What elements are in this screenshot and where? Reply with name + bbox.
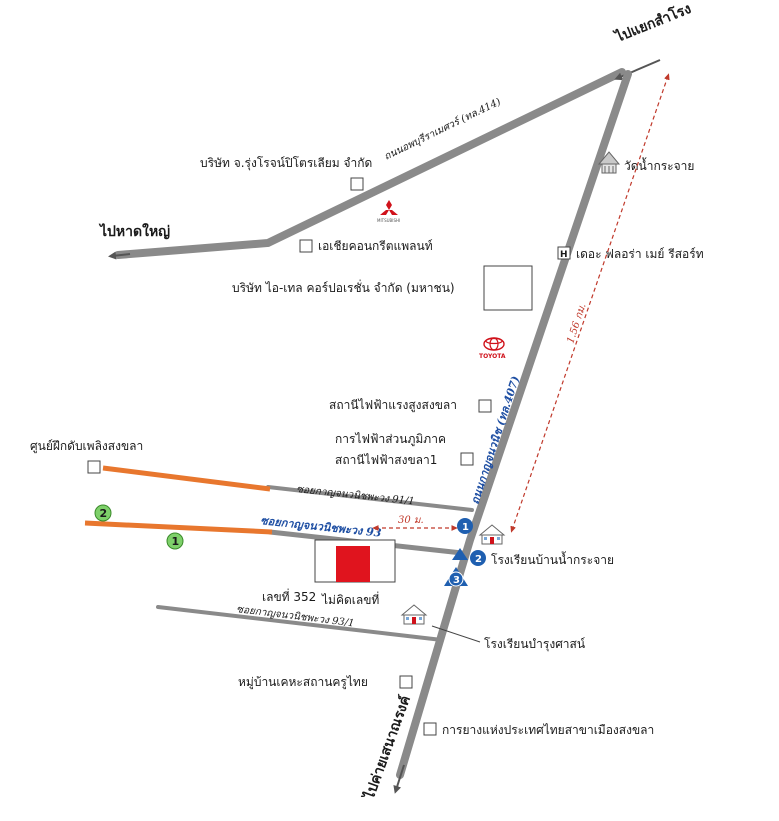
no-number-label: ไม่คิดเลขที่ — [321, 591, 379, 607]
places: บริษัท จ.รุ่งโรจน์ปิโตรเลียม จำกัด เอเชี… — [30, 156, 704, 737]
junction-arrow-icon — [452, 548, 468, 560]
place-pea-line1: การไฟฟ้าส่วนภูมิภาค — [335, 432, 446, 447]
svg-text:MITSUBISHI: MITSUBISHI — [377, 218, 400, 223]
road-414 — [114, 68, 626, 259]
school-icon — [478, 524, 506, 545]
road-407-label: ถนนกาญจนวนิช (ทล.407) — [468, 374, 522, 506]
green-marker-1: 1 — [166, 532, 184, 550]
place-teachervillage: หมู่บ้านเคหะสถานครูไทย — [238, 675, 368, 690]
place-pea-box — [460, 452, 474, 466]
marker-3: 3 — [444, 567, 468, 587]
property-lot — [336, 546, 370, 582]
distance-line-156 — [510, 73, 670, 533]
route-markers: 1 2 3 1 2 — [94, 504, 486, 587]
place-substation: สถานีไฟฟ้าแรงสูงสงขลา — [329, 398, 457, 413]
toyota-logo-icon: TOYOTA — [479, 337, 506, 360]
place-asiaconcrete: เอเชียคอนกรีตแพลนท์ — [318, 239, 433, 253]
direction-hatyai: ไปหาดใหญ่ — [98, 222, 170, 240]
lot-number-label: เลขที่ 352 — [262, 588, 316, 604]
arrow-sena-icon — [393, 764, 405, 794]
svg-text:1: 1 — [172, 535, 180, 548]
place-wat: วัดน้ำกระจาย — [624, 157, 694, 173]
place-rubber: การยางแห่งประเทศไทยสาขาเมืองสงขลา — [442, 723, 654, 737]
road-414-label: ถนนอพบุรีราเมศวร์ (ทล.414) — [382, 96, 503, 163]
place-firetraining-box — [87, 460, 101, 474]
marker-1: 1 — [457, 518, 473, 534]
place-school-namkrachai: โรงเรียนบ้านน้ำกระจาย — [491, 551, 614, 567]
soi-91-1-label: ซอยกาญจนวนิชพะวง 91/1 — [296, 483, 415, 507]
place-pea-line2: สถานีไฟฟ้าสงขลา1 — [335, 453, 437, 467]
place-substation-box — [478, 399, 492, 413]
place-school-bamrung: โรงเรียนบำรุงศาสน์ — [484, 637, 585, 652]
route-line-firetraining — [102, 465, 271, 492]
place-rubber-box — [423, 722, 437, 736]
distance-30-label: 30 ม. — [398, 515, 424, 526]
svg-text:2: 2 — [100, 507, 108, 520]
arrow-hatyai-icon — [108, 251, 131, 260]
place-teachervillage-box — [399, 675, 413, 689]
route-line-soi93 — [84, 520, 273, 535]
mitsubishi-logo-icon: MITSUBISHI — [377, 200, 400, 223]
soi-93-1-label: ซอยกาญจนวนิชพะวง 93/1 — [236, 603, 355, 629]
hotel-icon: H — [560, 250, 568, 260]
road-407 — [396, 70, 632, 779]
school-icon — [400, 604, 428, 625]
property: เลขที่ 352 ไม่คิดเลขที่ — [262, 539, 396, 607]
place-itel: บริษัท ไอ-เทล คอร์ปอเรชั่น จำกัด (มหาชน) — [232, 279, 455, 295]
green-marker-2: 2 — [94, 504, 112, 522]
place-firetraining: ศูนย์ฝึกดับเพลิงสงขลา — [30, 439, 143, 454]
place-rungrot: บริษัท จ.รุ่งโรจน์ปิโตรเลียม จำกัด — [200, 156, 372, 171]
roads — [108, 59, 661, 794]
route-lines — [84, 465, 273, 535]
svg-text:3: 3 — [453, 575, 460, 586]
svg-text:1: 1 — [462, 522, 469, 533]
soi-91-1 — [266, 485, 474, 512]
place-floramay: เดอะ ฟลอร่า เมย์ รีสอร์ท — [576, 247, 704, 261]
direction-samrong: ไปแยกสำโรง — [611, 0, 694, 46]
svg-text:2: 2 — [475, 554, 482, 565]
leader-school-bamrung — [431, 625, 481, 643]
place-rungrot-box — [350, 177, 364, 191]
distance-156-label: 1.56 กม. — [565, 302, 588, 345]
place-itel-box — [483, 265, 533, 311]
marker-2: 2 — [470, 550, 486, 566]
soi-93-1 — [156, 605, 444, 642]
place-asiaconcrete-box — [299, 239, 313, 253]
svg-text:TOYOTA: TOYOTA — [479, 353, 506, 360]
